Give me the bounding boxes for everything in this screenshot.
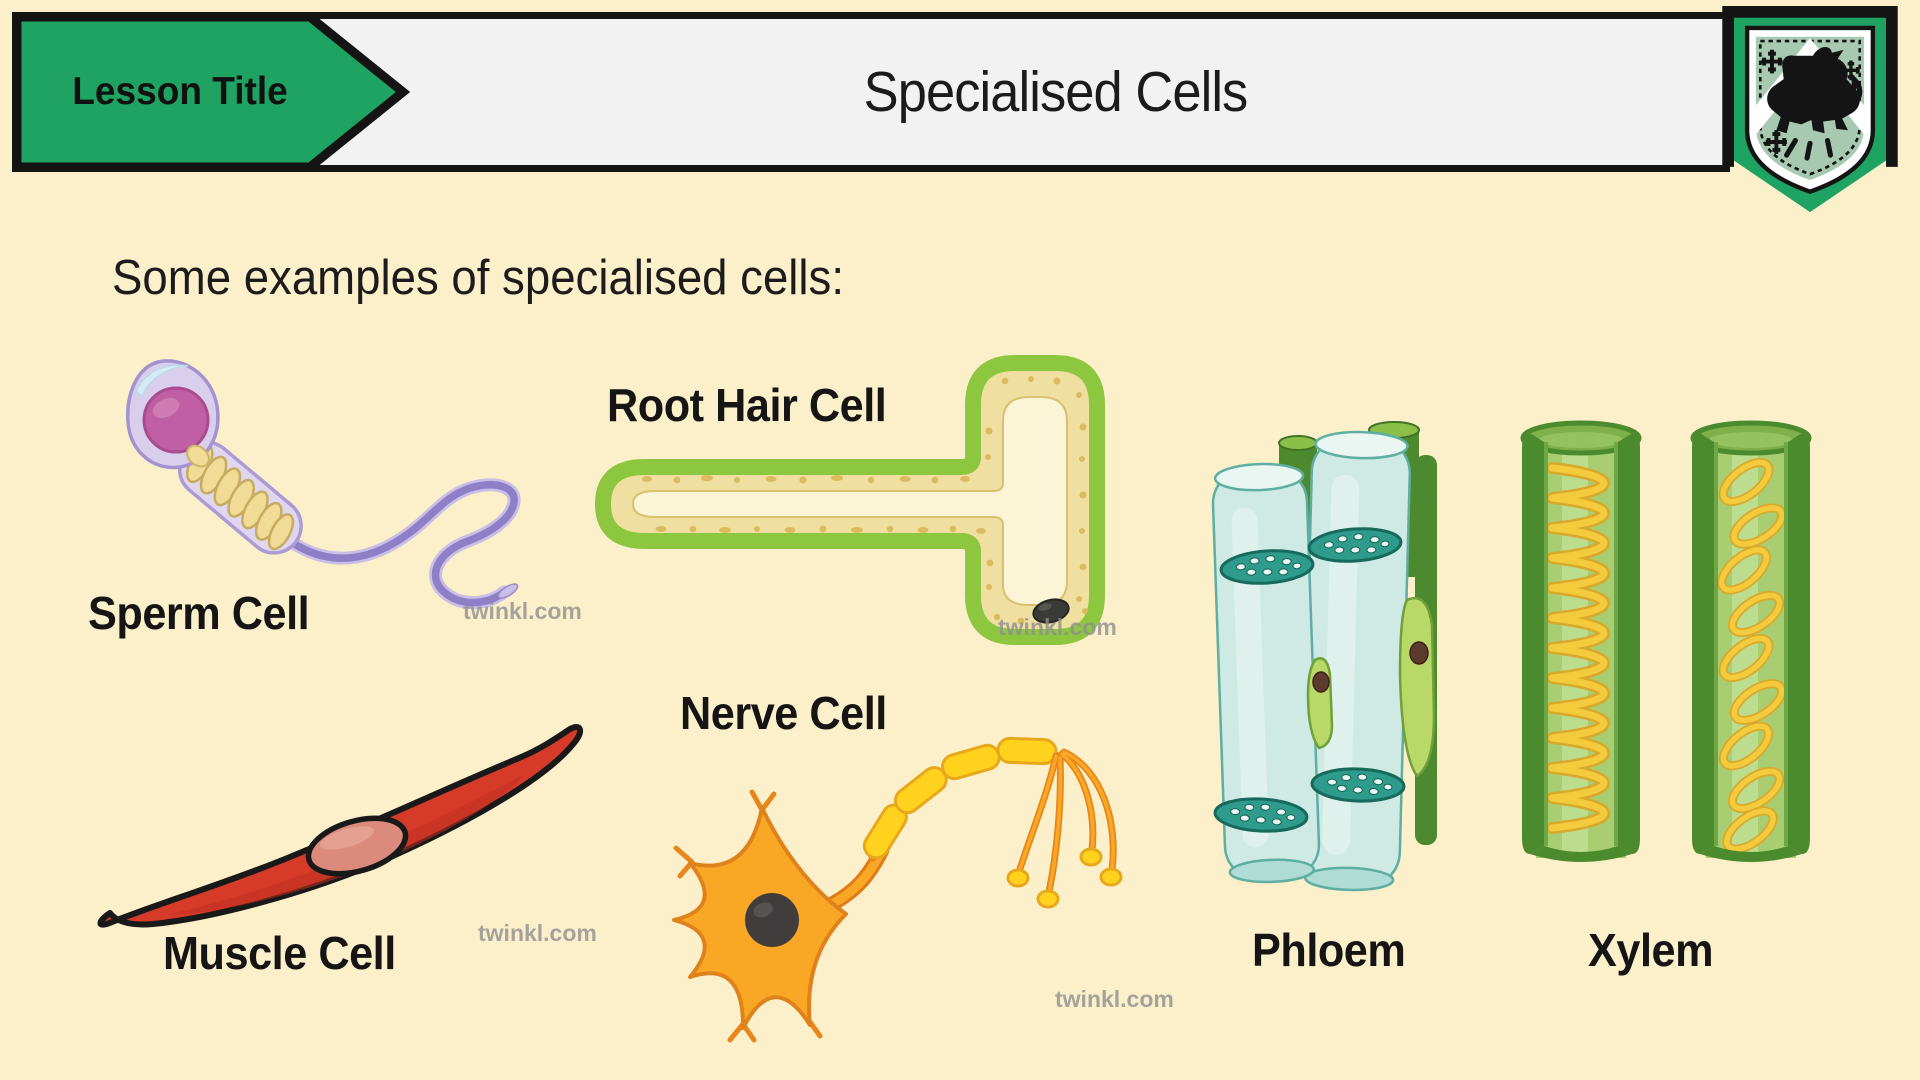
xylem-illustration: [1520, 420, 1812, 862]
sperm-cell-illustration: [126, 359, 521, 610]
lesson-title-banner: [12, 12, 411, 172]
lesson-title-label: Lesson Title: [72, 70, 288, 113]
watermark: twinkl.com: [463, 598, 582, 624]
nerve-cell-illustration: [672, 736, 1123, 1043]
xylem-label: Xylem: [1588, 924, 1714, 976]
school-crest-icon: [1722, 6, 1898, 213]
watermark: twinkl.com: [1055, 986, 1174, 1012]
nerve-nucleus: [745, 893, 799, 947]
terminal-knobs: [1006, 847, 1123, 909]
muscle-cell-label: Muscle Cell: [163, 927, 396, 979]
mitochondria-coils: [185, 444, 295, 551]
page-title: Specialised Cells: [864, 60, 1249, 124]
phloem-illustration: [1211, 421, 1437, 892]
phloem-label: Phloem: [1252, 924, 1406, 976]
companion-cells: [1306, 596, 1436, 778]
xylem-vessel-spiral: [1520, 420, 1642, 862]
watermark: twinkl.com: [998, 614, 1117, 640]
watermark: twinkl.com: [478, 920, 597, 946]
myelin-sheath-segments: [862, 736, 1058, 860]
root-hair-cell-illustration: [595, 355, 1105, 645]
muscle-nucleus: [305, 815, 409, 877]
muscle-fibre-body: [97, 723, 584, 928]
banner-arrow-shape: [12, 12, 411, 172]
crest-cross-icons: [1761, 49, 1860, 154]
crest-lion-icon: [1767, 47, 1860, 134]
nerve-cell-label: Nerve Cell: [680, 687, 887, 739]
sperm-midpiece: [177, 440, 303, 555]
sperm-cell-label: Sperm Cell: [88, 587, 310, 639]
vacuole: [631, 396, 1068, 606]
intro-text: Some examples of specialised cells:: [112, 251, 844, 305]
muscle-cell-illustration: [97, 723, 584, 928]
cytoplasm-speckles: [642, 376, 1088, 625]
sperm-nucleus: [142, 386, 210, 454]
xylem-vessel-rings: [1690, 420, 1812, 862]
axon-terminals: [1015, 748, 1117, 896]
root-hair-cell-label: Root Hair Cell: [607, 379, 887, 431]
acrosome-highlight: [135, 364, 189, 398]
